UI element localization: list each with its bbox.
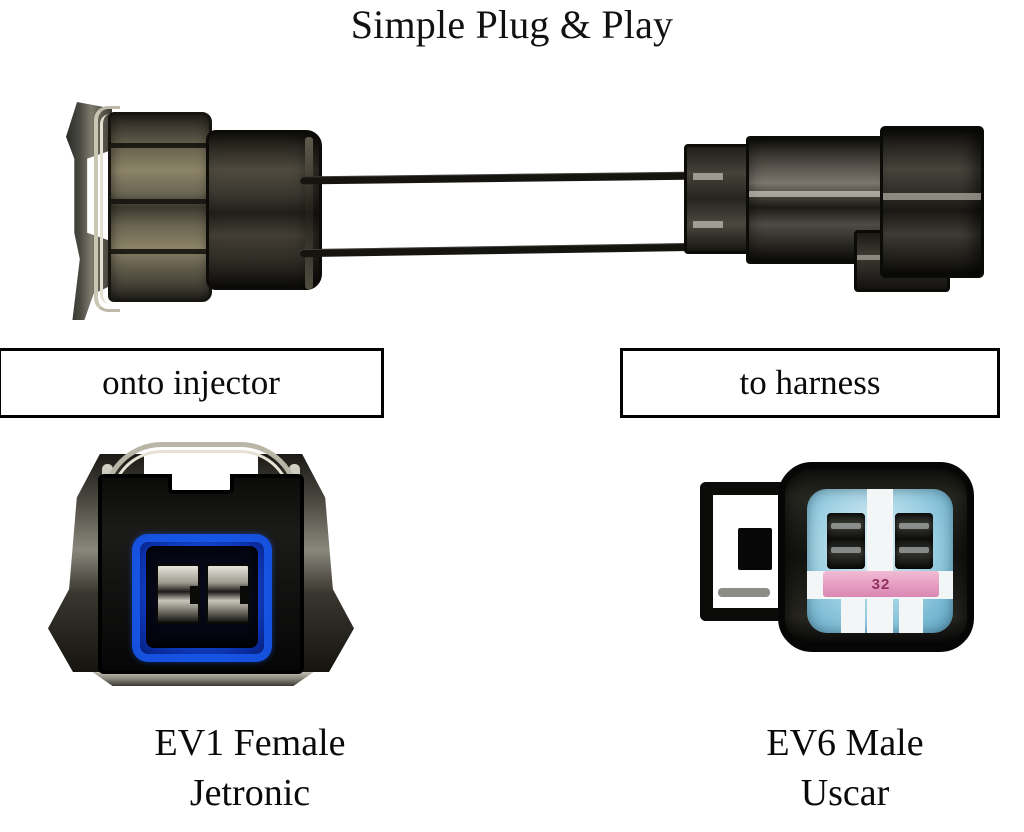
- ev1-face-band-lower: [111, 249, 209, 254]
- ev1-female-terminal-2: [206, 564, 250, 624]
- ev1-female-blue-gasket: [132, 534, 272, 662]
- ev6-male-bracket-block: [738, 528, 772, 570]
- harness-wire-lower: [299, 242, 701, 258]
- ev6-male-connector-photo: 32: [700, 462, 980, 662]
- ev1-female-caption-line2: Jetronic: [189, 772, 311, 814]
- ev1-female-cavity: [146, 546, 258, 648]
- ev1-female-terminal-2-notch: [240, 586, 250, 604]
- ev6-male-keyway-vertical: [867, 489, 893, 633]
- callout-to-harness-label: to harness: [739, 363, 881, 402]
- callout-onto-injector: onto injector: [0, 348, 384, 418]
- ev6-male-terminal-1-bar-lower: [831, 547, 861, 553]
- ev1-connector-barrel: [206, 130, 322, 290]
- ev6-male-housing: 32: [778, 462, 974, 652]
- harness-ev6-connector: [684, 126, 994, 296]
- ev6-male-caption-line2: Uscar: [800, 772, 890, 814]
- ev1-female-terminal-1-notch: [190, 586, 200, 604]
- ev6-body-highlight: [749, 191, 893, 197]
- ev6-neck-slot-upper: [693, 173, 723, 180]
- ev6-male-terminal-2-bar-upper: [899, 523, 929, 529]
- ev6-male-face: 32: [807, 489, 953, 633]
- page-title: Simple Plug & Play: [350, 2, 674, 47]
- callout-onto-injector-label: onto injector: [102, 363, 280, 402]
- ev6-male-bracket: [700, 476, 796, 628]
- ev6-male-keyway-leg-left: [841, 599, 865, 633]
- callout-to-harness: to harness: [620, 348, 1000, 418]
- ev6-male-caption: EV6 Male Uscar: [700, 718, 990, 818]
- ev1-retainer-clip-bail-inner: [100, 114, 116, 304]
- harness-ev1-connector: [60, 88, 330, 328]
- harness-wire-upper: [299, 171, 701, 185]
- ev1-face-band-upper: [111, 143, 209, 148]
- ev1-retainer-clip-bail: [94, 106, 120, 312]
- ev6-male-terminal-1: [827, 513, 865, 569]
- harness-photo: [0, 78, 1024, 340]
- ev6-male-keyway-leg-right: [899, 599, 923, 633]
- ev1-connector-face: [108, 112, 212, 302]
- ev6-male-terminal-2: [895, 513, 933, 569]
- ev6-male-bracket-arm-bottom: [700, 608, 790, 621]
- ev6-cap-highlight: [883, 193, 981, 200]
- ev6-male-terminal-2-bar-lower: [899, 547, 929, 553]
- ev6-neck-slot-lower: [693, 221, 723, 228]
- ev6-male-marking-text: 32: [871, 575, 891, 593]
- ev1-female-caption: EV1 Female Jetronic: [60, 718, 440, 818]
- ev1-face-band-middle: [111, 199, 209, 204]
- ev6-male-caption-line1: EV6 Male: [766, 722, 924, 764]
- ev6-male-bracket-arm-top: [700, 482, 790, 495]
- ev1-female-connector-photo: [46, 438, 356, 690]
- ev6-male-bracket-spine: [700, 482, 713, 621]
- ev1-female-caption-line1: EV1 Female: [154, 722, 346, 764]
- ev6-male-marking-band: 32: [823, 571, 939, 597]
- ev6-connector-cap: [880, 126, 984, 278]
- ev1-female-terminal-1: [156, 564, 200, 624]
- ev1-barrel-ridge: [305, 137, 313, 289]
- ev1-female-housing-notch: [168, 474, 234, 494]
- ev6-male-bracket-highlight: [718, 588, 770, 597]
- ev6-male-terminal-1-bar-upper: [831, 523, 861, 529]
